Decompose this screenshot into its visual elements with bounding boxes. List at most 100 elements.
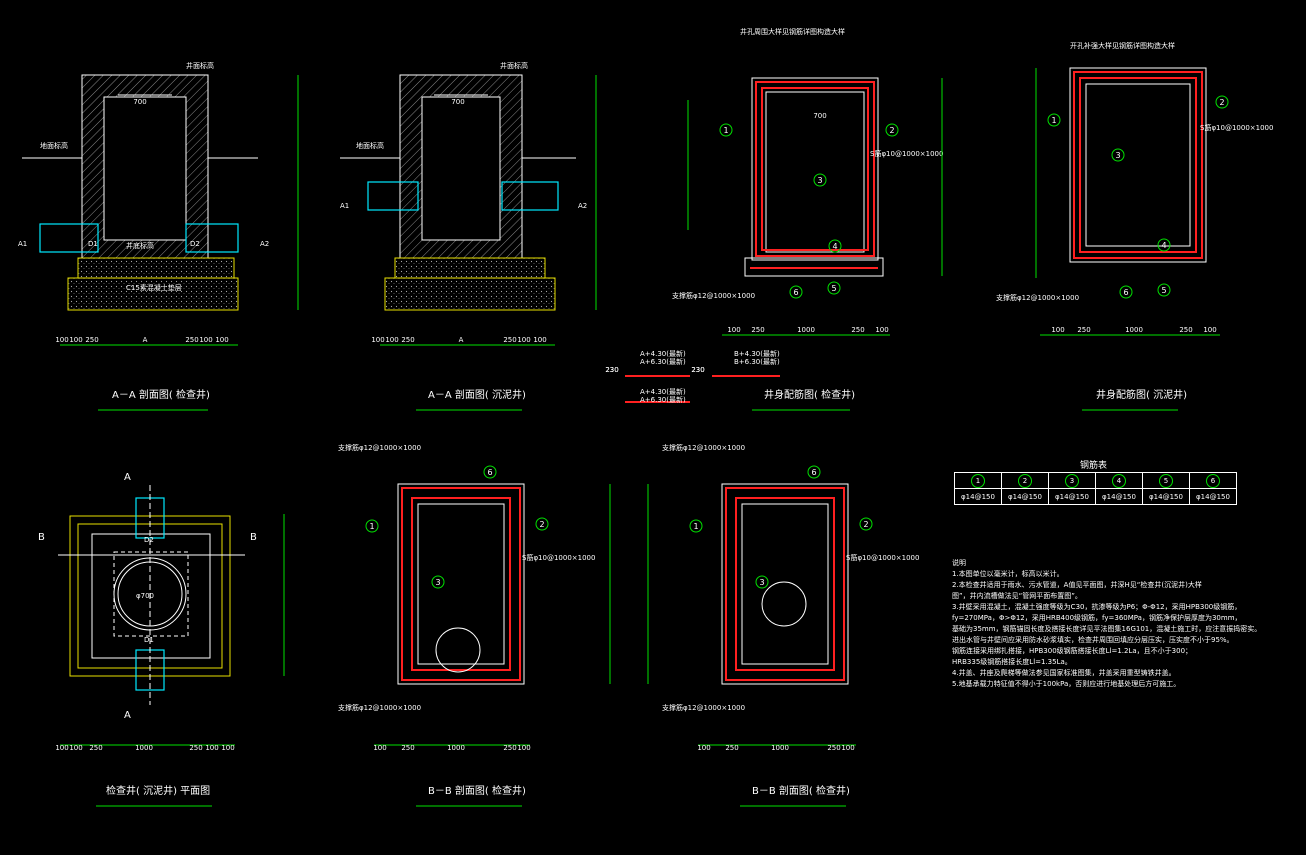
support-bar-label-4: 支撑筋φ12@1000×1000 bbox=[338, 703, 421, 712]
notes-line: 4.井盖、井座及爬梯等做法参见国家标准图集，井盖采用重型铸铁井盖。 bbox=[952, 669, 1176, 677]
d1-label: D1 bbox=[88, 240, 98, 248]
dim-label-plan: 100 bbox=[55, 744, 68, 752]
dim-label-r1: 1000 bbox=[797, 326, 815, 334]
aa-section-settling: 700 地面标高 井面标高 A1 A2 bbox=[340, 61, 597, 346]
notes-line: 钢筋连接采用绑扎搭接，HPB300级钢筋搭接长度Ll=1.2La，且不小于300… bbox=[952, 647, 1193, 655]
rebar-table-head-2: 2 bbox=[1001, 472, 1049, 489]
cushion-label: C15素混凝土垫层 bbox=[126, 283, 182, 292]
notes-line: fy=270MPa，Φ>Φ12，采用HRB400级钢筋，fy=360MPa，钢筋… bbox=[952, 614, 1242, 622]
s-bar-label-3: S筋φ10@1000×1000 bbox=[522, 553, 595, 562]
support-bar-label-6: 支撑筋φ12@1000×1000 bbox=[662, 703, 745, 712]
plan-a-bottom: A bbox=[124, 710, 131, 721]
support-bar-label: 支撑筋φ12@1000×1000 bbox=[672, 291, 755, 300]
svg-text:2: 2 bbox=[863, 520, 868, 529]
dim-700-label: 700 bbox=[133, 98, 146, 106]
view-titles: A－A 剖面图( 检查井) A－A 剖面图( 沉泥井) 井身配筋图( 检查井) … bbox=[96, 388, 1187, 807]
svg-text:6: 6 bbox=[811, 468, 816, 477]
dim-label-bb2: 250 bbox=[725, 744, 738, 752]
ground-elev-label: 地面标高 bbox=[40, 141, 68, 150]
cover-elev-label: 井面标高 bbox=[186, 61, 214, 70]
notes-line: 1.本图单位以毫米计，标高以米计。 bbox=[952, 570, 1064, 578]
dim-label-aa2: 100 bbox=[533, 336, 546, 344]
title-aa-settling: A－A 剖面图( 沉泥井) bbox=[428, 388, 526, 401]
title-plan: 检查井( 沉泥井) 平面图 bbox=[106, 784, 210, 797]
notes-line: 5.地基承载力特征值不得小于100kPa，否则应进行地基处理后方可施工。 bbox=[952, 680, 1181, 688]
rebar-table-title: 钢筋表 bbox=[1080, 461, 1108, 471]
dim-label-aa2: 250 bbox=[401, 336, 414, 344]
plan-d2: D2 bbox=[144, 536, 154, 544]
dim-label-aa2: 100 bbox=[371, 336, 384, 344]
svg-text:3: 3 bbox=[435, 578, 440, 587]
a1-label: A1 bbox=[18, 240, 27, 248]
rebar-table-cell: φ14@150 bbox=[1048, 488, 1096, 505]
svg-text:6: 6 bbox=[487, 468, 492, 477]
dim-label-bb1: 250 bbox=[401, 744, 414, 752]
legend-a-top: A+4.30(最新) bbox=[640, 349, 686, 358]
dim-label-plan: 250 bbox=[189, 744, 202, 752]
a2-label-2: A2 bbox=[578, 202, 587, 210]
dim-label-bb1: 1000 bbox=[447, 744, 465, 752]
dim-label-plan: 100 bbox=[205, 744, 218, 752]
dim-label-r2: 1000 bbox=[1125, 326, 1143, 334]
open-frame-label: 开孔补强大样见钢筋详图构造大样 bbox=[1070, 41, 1175, 50]
notes-line: HRB335级钢筋搭接长度Ll=1.35La。 bbox=[952, 658, 1072, 666]
dim-label-plan: 1000 bbox=[135, 744, 153, 752]
dim-label-aa2: 100 bbox=[385, 336, 398, 344]
s-bar-label-4: S筋φ10@1000×1000 bbox=[846, 553, 919, 562]
dim-label-r2: 250 bbox=[1179, 326, 1192, 334]
title-rebar-inspection: 井身配筋图( 检查井) bbox=[764, 388, 855, 401]
dim-label-r1: 250 bbox=[751, 326, 764, 334]
svg-text:6: 6 bbox=[793, 288, 798, 297]
title-rebar-settling: 井身配筋图( 沉泥井) bbox=[1096, 388, 1187, 401]
bb-section-1: S筋φ10@1000×1000 支撑筋φ12@1000×1000 支撑筋φ12@… bbox=[338, 443, 611, 746]
dim-label-plan: 100 bbox=[69, 744, 82, 752]
notes-line: 2.本检查井适用于雨水、污水管道，A值见平面图，井深H见“检查井(沉泥井)大样 bbox=[952, 581, 1202, 589]
svg-text:3: 3 bbox=[817, 176, 822, 185]
legend-a-bot-2: A+6.30(最新) bbox=[640, 395, 686, 404]
bottom-elev-label: 井底标高 bbox=[126, 241, 154, 250]
dim-label-aa1: 100 bbox=[215, 336, 228, 344]
rebar-table: 1 2 3 4 5 6 φ14@150 φ14@150 φ14@150 φ14@… bbox=[954, 472, 1237, 505]
rebar-inspection: 700 S筋φ10@1000×1000 井孔周围大样见钢筋详图构造大样 支撑筋φ… bbox=[672, 27, 943, 336]
dim-label-plan: 250 bbox=[89, 744, 102, 752]
plan-b-right: B bbox=[250, 532, 257, 543]
svg-text:2: 2 bbox=[889, 126, 894, 135]
svg-text:5: 5 bbox=[1161, 286, 1166, 295]
dim-label-legend: 230 bbox=[691, 366, 704, 374]
dim-label-plan: 100 bbox=[221, 744, 234, 752]
notes-line: 图”，井内流槽做法见“管网平面布置图”。 bbox=[952, 592, 1082, 600]
dim-label-aa2: 250 bbox=[503, 336, 516, 344]
a2-label: A2 bbox=[260, 240, 269, 248]
dim-label-aa1: 100 bbox=[199, 336, 212, 344]
legend-b-bot: B+6.30(最新) bbox=[734, 357, 780, 366]
dim-label-r2: 250 bbox=[1077, 326, 1090, 334]
notes-title: 说明 bbox=[952, 559, 966, 567]
rebar-table-cell: φ14@150 bbox=[1001, 488, 1049, 505]
dim-label-r1: 100 bbox=[727, 326, 740, 334]
reserved-hole-label: 井孔周围大样见钢筋详图构造大样 bbox=[740, 27, 845, 36]
title-bb-1: B－B 剖面图( 检查井) bbox=[428, 784, 526, 797]
rebar-table-head-5: 5 bbox=[1142, 472, 1190, 489]
dim-label-legend: 230 bbox=[605, 366, 618, 374]
ground-elev-label-2: 地面标高 bbox=[356, 141, 384, 150]
svg-text:1: 1 bbox=[369, 522, 374, 531]
dim-label-r1: 250 bbox=[851, 326, 864, 334]
svg-text:3: 3 bbox=[1115, 151, 1120, 160]
dim-label-bb1: 250 bbox=[503, 744, 516, 752]
svg-text:3: 3 bbox=[759, 578, 764, 587]
dim-label-aa1: A bbox=[143, 336, 148, 344]
s-bar-label-2: S筋φ10@1000×1000 bbox=[1200, 123, 1273, 132]
aa-section-inspection: 700 地面标高 井面标高 井底标高 C15素混凝土垫层 A1 A2 D1 D2 bbox=[18, 61, 299, 346]
dim-label-aa2: 100 bbox=[517, 336, 530, 344]
svg-text:1: 1 bbox=[693, 522, 698, 531]
dim-label-bb2: 100 bbox=[697, 744, 710, 752]
rebar-table-head-6: 6 bbox=[1189, 472, 1237, 489]
svg-text:1: 1 bbox=[1051, 116, 1056, 125]
dim-label-aa1: 250 bbox=[185, 336, 198, 344]
notes-line: 进出水管与井壁间应采用防水砂浆填实，检查井周围回填应分层压实，压实度不小于95%… bbox=[952, 636, 1234, 644]
title-bb-2: B－B 剖面图( 检查井) bbox=[752, 784, 850, 797]
plan-view: A A B B D2 D1 φ700 bbox=[38, 472, 285, 746]
dim-label-aa1: 100 bbox=[55, 336, 68, 344]
